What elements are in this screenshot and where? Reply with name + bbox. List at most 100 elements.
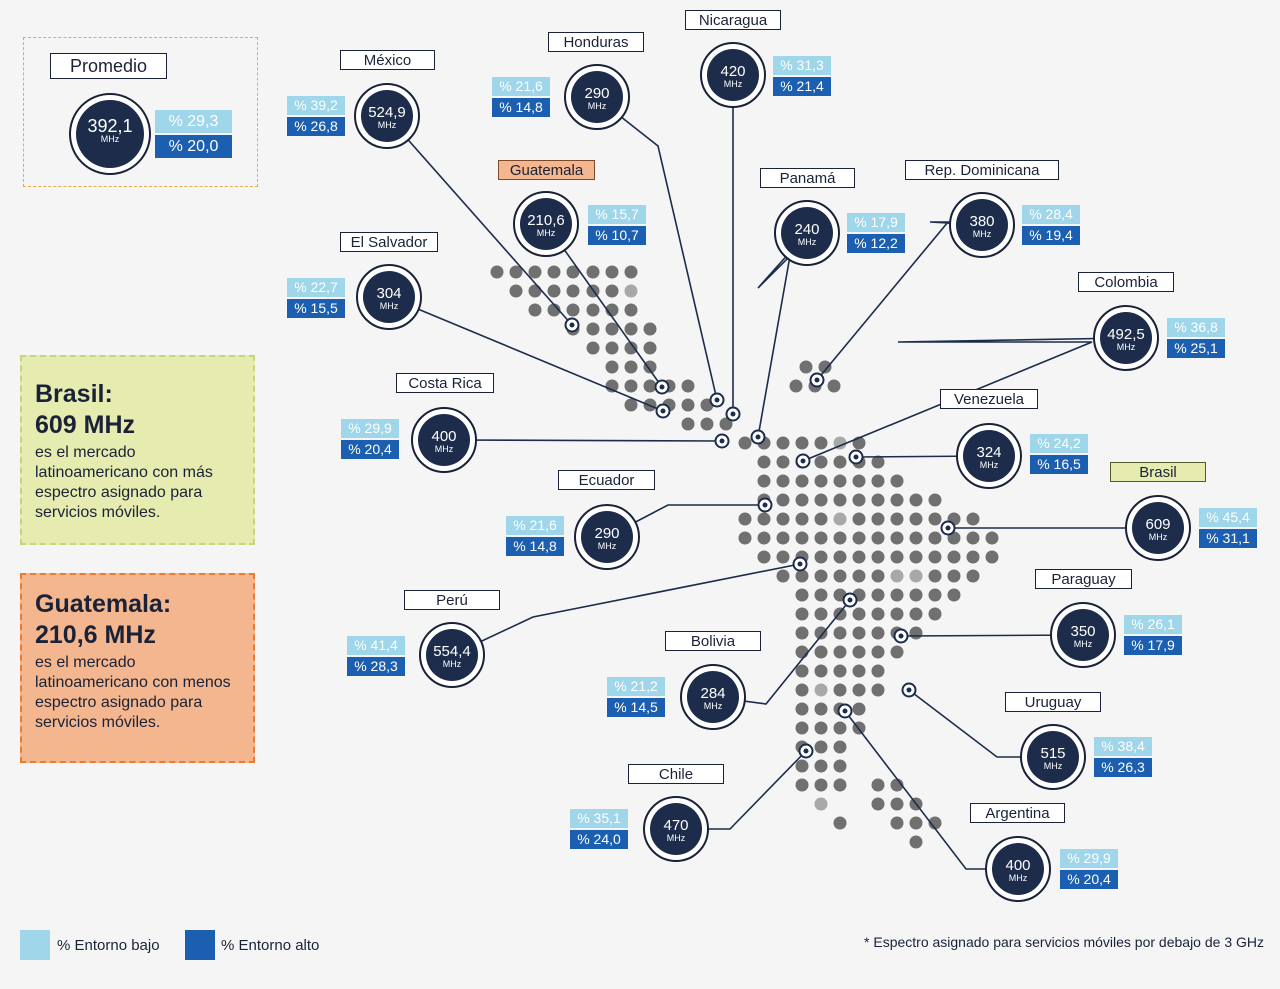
map-dot (795, 664, 809, 678)
map-dot (643, 341, 657, 355)
guatemala-callout: Guatemala: 210,6 MHz es el mercado latin… (20, 573, 255, 763)
costarica-name-label: Costa Rica (396, 373, 494, 393)
map-dot (586, 303, 600, 317)
map-dot (814, 550, 828, 564)
map-dot (586, 322, 600, 336)
map-dot (852, 474, 866, 488)
honduras-unit: MHz (587, 101, 607, 111)
map-dots (490, 265, 999, 849)
map-dot (814, 569, 828, 583)
map-dot (795, 778, 809, 792)
brasil-location-marker-center (945, 525, 951, 531)
map-dot (909, 531, 923, 545)
map-dot (795, 721, 809, 735)
map-dot (814, 588, 828, 602)
mexico-value-disc: 524,9 MHz (361, 90, 413, 142)
map-dot (566, 265, 580, 279)
map-dot (890, 816, 904, 830)
ecuador-value-disc: 290 MHz (581, 511, 633, 563)
brasil-callout-value: 609 MHz (35, 411, 136, 439)
bolivia-value-disc: 284 MHz (687, 671, 739, 723)
peru-value: 554,4 (433, 643, 471, 660)
map-dot (871, 569, 885, 583)
map-dot (681, 379, 695, 393)
paraguay-value: 350 (1070, 623, 1096, 640)
map-dot (509, 265, 523, 279)
map-dot (624, 360, 638, 374)
map-dot (890, 797, 904, 811)
map-dot (624, 398, 638, 412)
map-dot (795, 436, 809, 450)
map-dot (833, 759, 847, 773)
map-dot (776, 569, 790, 583)
map-dot (566, 284, 580, 298)
map-dot (814, 721, 828, 735)
guatemala-callout-text: es el mercado latinoamericano con menos … (35, 654, 231, 731)
brasil-name-label: Brasil (1110, 462, 1206, 482)
legend-low-label: % Entorno bajo (57, 937, 160, 954)
map-dot (928, 550, 942, 564)
honduras-leader-line (596, 96, 718, 401)
peru-name-label: Perú (404, 590, 500, 610)
repdom-high-badge: % 19,4 (1022, 226, 1080, 245)
mexico-high-badge: % 26,8 (287, 117, 345, 136)
map-dot (928, 588, 942, 602)
map-dot (852, 512, 866, 526)
elsalvador-name-label: El Salvador (340, 232, 438, 252)
brasil-callout: Brasil: 609 MHz es el mercado latinoamer… (20, 355, 255, 545)
paraguay-unit: MHz (1073, 639, 1093, 649)
map-dot (624, 379, 638, 393)
venezuela-name-label: Venezuela (940, 389, 1038, 409)
map-dot (795, 683, 809, 697)
map-dot (827, 379, 841, 393)
bolivia-value: 284 (700, 685, 726, 702)
map-dot (871, 664, 885, 678)
bolivia-location-marker-center (847, 597, 853, 603)
map-dot (928, 816, 942, 830)
map-dot (757, 455, 771, 469)
uruguay-high-badge: % 26,3 (1094, 758, 1152, 777)
mexico-unit: MHz (377, 120, 397, 130)
map-dot (833, 778, 847, 792)
repdom-value: 380 (969, 213, 995, 230)
map-dot (605, 341, 619, 355)
nicaragua-low-badge: % 31,3 (773, 56, 831, 75)
map-dot (738, 531, 752, 545)
honduras-value-disc: 290 MHz (571, 71, 623, 123)
colombia-value: 492,5 (1107, 326, 1145, 343)
bolivia-high-badge: % 14,5 (607, 698, 665, 717)
map-dot (490, 265, 504, 279)
map-dot (776, 436, 790, 450)
map-dot (814, 626, 828, 640)
promedio-unit: MHz (100, 134, 120, 144)
map-dot (890, 531, 904, 545)
venezuela-unit: MHz (979, 460, 999, 470)
map-dot (890, 550, 904, 564)
map-dot (757, 531, 771, 545)
map-dot (586, 265, 600, 279)
repdom-unit: MHz (972, 229, 992, 239)
map-dot (928, 607, 942, 621)
map-dot (852, 664, 866, 678)
brasil-value: 609 (1145, 516, 1171, 533)
argentina-low-badge: % 29,9 (1060, 849, 1118, 868)
map-dot (852, 683, 866, 697)
uruguay-name-label: Uruguay (1005, 692, 1101, 712)
map-dot (624, 341, 638, 355)
repdom-low-badge: % 28,4 (1022, 205, 1080, 224)
brasil-callout-title: Brasil: (35, 380, 113, 408)
map-dot (795, 645, 809, 659)
map-dot (795, 588, 809, 602)
map-dot (871, 607, 885, 621)
map-dot (528, 284, 542, 298)
argentina-leader-line (844, 710, 1018, 870)
brasil-callout-text: es el mercado latinoamericano con más es… (35, 444, 213, 521)
nicaragua-value: 420 (720, 63, 746, 80)
panama-high-badge: % 12,2 (847, 234, 905, 253)
map-dot (985, 531, 999, 545)
paraguay-location-marker-center (898, 633, 904, 639)
map-dot (852, 702, 866, 716)
map-dot (738, 436, 752, 450)
guatemala-leader-line (545, 223, 663, 388)
nicaragua-location-marker-center (730, 411, 736, 417)
